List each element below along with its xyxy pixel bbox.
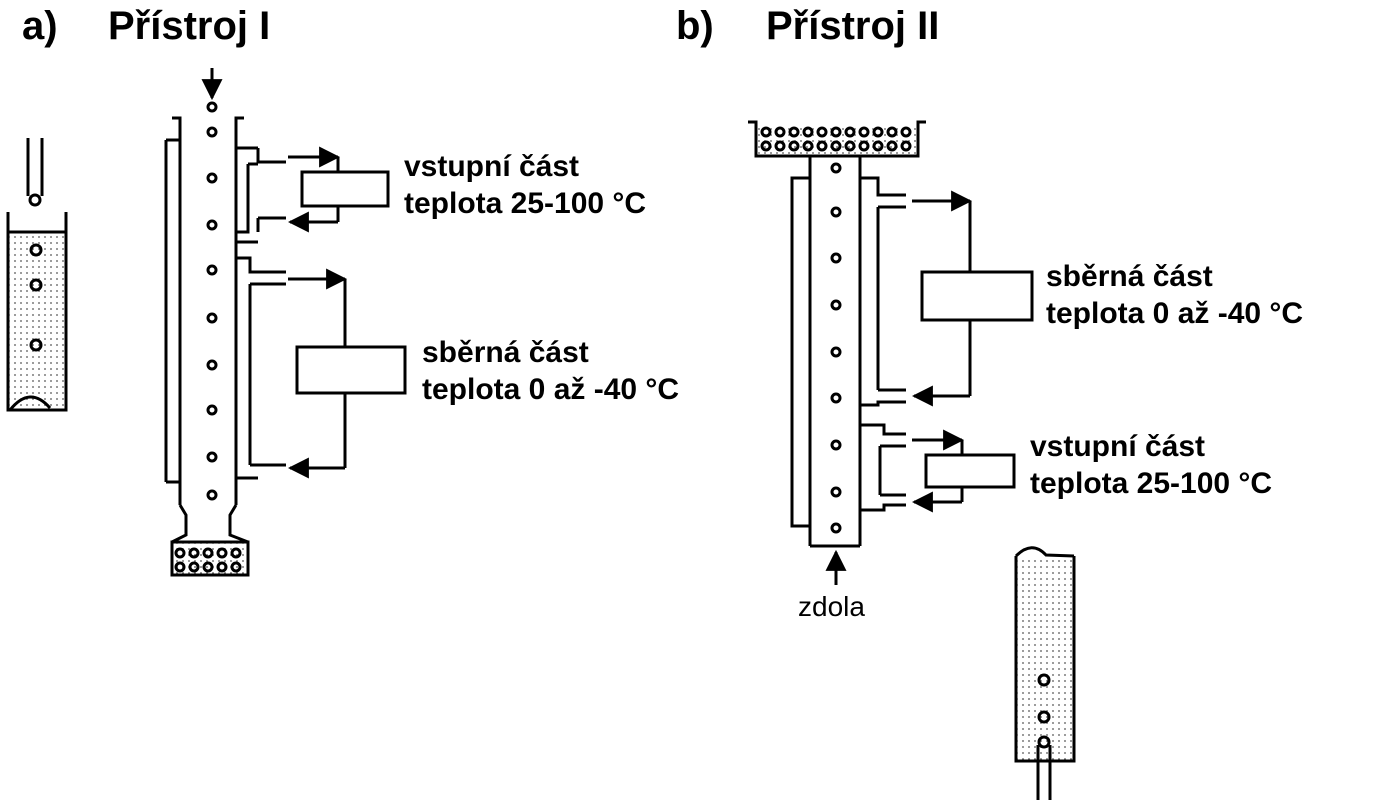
panel-a-letter: a) bbox=[22, 4, 58, 48]
column-b bbox=[748, 120, 926, 585]
panel-a-inlet-zone-label: vstupní část teplota 25-100 °C bbox=[404, 148, 646, 222]
sample-vial-a bbox=[6, 138, 68, 412]
panel-a-collection-zone-line1: sběrná část bbox=[422, 336, 589, 369]
collection-circuit-b bbox=[911, 190, 1034, 407]
sample-vial-b bbox=[1014, 546, 1076, 800]
panel-b-bottom-label: zdola bbox=[798, 591, 865, 622]
panel-b-letter: b) bbox=[676, 4, 714, 48]
panel-a-collection-zone-label: sběrná část teplota 0 až -40 °C bbox=[422, 334, 679, 408]
panel-b-collection-zone-label: sběrná část teplota 0 až -40 °C bbox=[1046, 258, 1303, 332]
panel-a-title: Přístroj I bbox=[108, 4, 271, 48]
panel-b-inlet-zone-label: vstupní část teplota 25-100 °C bbox=[1030, 428, 1272, 502]
collection-circuit-a bbox=[287, 268, 407, 479]
panel-a-inlet-zone-line2: teplota 25-100 °C bbox=[404, 187, 647, 220]
panel-b-title: Přístroj II bbox=[766, 4, 940, 48]
panel-a-collection-zone-line2: teplota 0 až -40 °C bbox=[422, 373, 680, 406]
panel-b-collection-zone-line1: sběrná část bbox=[1046, 260, 1213, 293]
inlet-circuit-a bbox=[287, 146, 390, 233]
panel-b-collection-zone-line2: teplota 0 až -40 °C bbox=[1046, 297, 1304, 330]
column-a bbox=[164, 68, 286, 577]
panel-a-inlet-zone-line1: vstupní část bbox=[404, 150, 580, 183]
inlet-circuit-b bbox=[911, 429, 1016, 513]
panel-b-inlet-zone-line2: teplota 25-100 °C bbox=[1030, 467, 1273, 500]
panel-b-inlet-zone-line1: vstupní část bbox=[1030, 430, 1206, 463]
